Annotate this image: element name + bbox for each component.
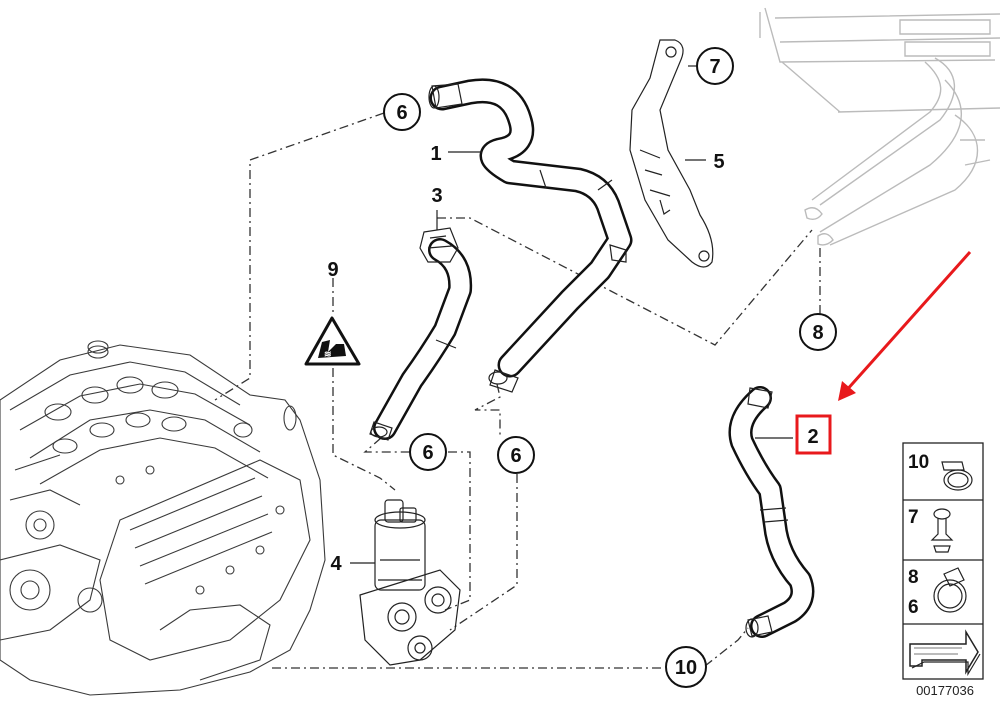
svg-text:10: 10: [675, 657, 697, 679]
svg-text:7: 7: [709, 56, 720, 78]
svg-text:9: 9: [327, 259, 338, 281]
bracket-part-5: [629, 39, 714, 268]
svg-text:6: 6: [396, 102, 407, 124]
leader-lines: [214, 112, 821, 669]
document-number: 00177036: [916, 683, 974, 698]
svg-text:5: 5: [713, 151, 724, 173]
callout-10: 10: [665, 646, 707, 688]
callout-2-highlighted: 2: [795, 414, 832, 455]
callout-8: 8: [799, 313, 837, 351]
warning-label-part-9: ≋: [304, 316, 361, 366]
radiator-outline: [759, 7, 1000, 246]
legend-row-clip: 7: [908, 507, 954, 553]
svg-text:10: 10: [908, 452, 929, 473]
svg-text:4: 4: [330, 553, 342, 575]
callout-6-middle: 6: [409, 433, 447, 471]
callout-1: 1: [430, 143, 441, 165]
hose-part-2: [728, 386, 815, 638]
svg-text:7: 7: [908, 507, 919, 528]
callout-6-top: 6: [383, 93, 421, 131]
hose-part-1: [428, 78, 633, 393]
engine-block-illustration: [0, 340, 326, 696]
legend-row-spring-clamp: 8 6: [908, 567, 967, 618]
callout-7: 7: [696, 47, 734, 85]
svg-text:8: 8: [908, 567, 919, 588]
svg-text:2: 2: [807, 426, 818, 448]
svg-text:8: 8: [812, 322, 823, 344]
callout-3: 3: [431, 185, 442, 207]
pump-part-4: [359, 499, 461, 666]
red-pointer-arrow: [838, 251, 972, 401]
svg-text:≋: ≋: [324, 349, 332, 359]
callout-4: 4: [330, 553, 342, 575]
svg-text:6: 6: [422, 442, 433, 464]
callout-9: 9: [327, 259, 338, 281]
legend-row-direction-icon: [909, 629, 981, 677]
legend-row-hose-clamp: 10: [908, 452, 973, 491]
svg-text:1: 1: [430, 143, 441, 165]
callout-6-right: 6: [497, 436, 535, 474]
svg-text:3: 3: [431, 185, 442, 207]
svg-text:6: 6: [510, 445, 521, 467]
svg-text:6: 6: [908, 597, 919, 618]
hose-part-3: [369, 227, 473, 441]
callout-5: 5: [713, 151, 724, 173]
